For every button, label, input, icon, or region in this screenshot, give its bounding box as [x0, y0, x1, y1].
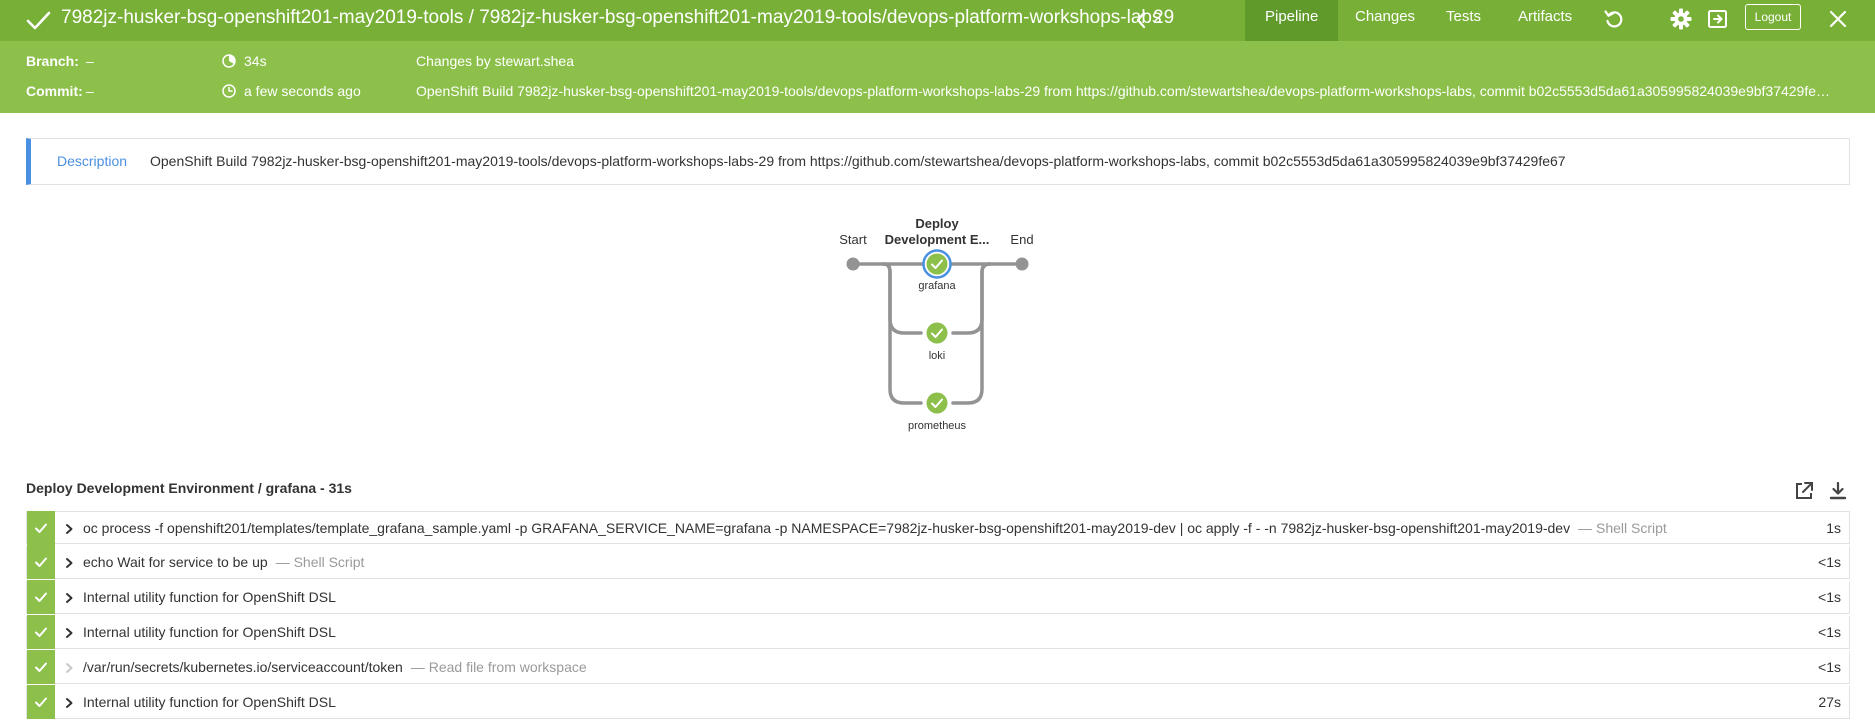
step-status — [27, 685, 55, 719]
step-duration: 27s — [1818, 694, 1841, 710]
description-label: Description — [57, 153, 128, 169]
end-node — [1015, 257, 1029, 271]
step-row[interactable]: echo Wait for service to be up — Shell Sc… — [26, 545, 1850, 579]
success-check-icon — [35, 697, 47, 707]
success-check-icon — [35, 557, 47, 567]
commit-label: Commit: — [26, 83, 83, 99]
steps-heading: Deploy Development Environment / grafana… — [26, 480, 352, 496]
step-kind: — Read file from workspace — [410, 659, 587, 675]
tab-artifacts[interactable]: Artifacts — [1518, 8, 1573, 25]
tab-pipeline[interactable]: Pipeline — [1245, 0, 1339, 41]
step-kind: — Shell Script — [1578, 520, 1667, 536]
chevron-right-icon[interactable] — [63, 591, 75, 605]
tab-changes[interactable]: Changes — [1355, 8, 1416, 25]
chevron-right-icon — [66, 663, 73, 673]
download-icon[interactable] — [1827, 480, 1849, 502]
step-command: /var/run/secrets/kubernetes.io/serviceac… — [83, 659, 403, 675]
chevron-right-icon[interactable] — [63, 556, 75, 570]
branch-label: Branch: — [26, 53, 79, 69]
branch-value: – — [86, 53, 94, 69]
success-check-icon — [35, 523, 47, 533]
duration-icon — [222, 54, 236, 68]
run-number: 29 — [1153, 7, 1175, 28]
sign-out-icon[interactable] — [1706, 7, 1730, 31]
open-external-icon[interactable] — [1793, 480, 1815, 502]
branch-label-grafana: grafana — [918, 280, 956, 292]
steps-list: oc process -f openshift201/templates/tem… — [26, 511, 1850, 721]
duration-value: 34s — [244, 53, 267, 69]
success-check-icon — [35, 662, 47, 672]
end-label: End — [1010, 232, 1033, 247]
commit-value: – — [86, 83, 94, 99]
description-panel: Description OpenShift Build 7982jz-huske… — [26, 138, 1850, 185]
time-ago: a few seconds ago — [244, 83, 361, 99]
logout-button[interactable]: Logout — [1745, 4, 1801, 30]
step-duration: <1s — [1818, 659, 1841, 675]
branch-label-loki: loki — [929, 350, 946, 362]
chevron-right-icon[interactable] — [63, 626, 75, 640]
step-status — [27, 545, 55, 579]
step-row[interactable]: Internal utility function for OpenShift … — [26, 580, 1850, 614]
success-check-icon — [35, 627, 47, 637]
description-text: OpenShift Build 7982jz-husker-bsg-opensh… — [150, 153, 1566, 169]
stage-label-line2: Development E... — [885, 232, 990, 247]
clock-icon — [222, 84, 236, 98]
pipeline-title[interactable]: 7982jz-husker-bsg-openshift201-may2019-t… — [61, 7, 1162, 28]
chevron-right-icon[interactable] — [63, 696, 75, 710]
step-command: Internal utility function for OpenShift … — [83, 589, 336, 605]
step-command: Internal utility function for OpenShift … — [83, 694, 336, 710]
changes-by: Changes by stewart.shea — [416, 53, 574, 69]
branch-node-grafana[interactable] — [922, 249, 952, 279]
step-kind: — Shell Script — [275, 554, 365, 570]
start-node — [846, 257, 860, 271]
success-check-icon — [26, 11, 51, 30]
rerun-icon[interactable] — [1602, 7, 1626, 31]
pipeline-graph: Start End Deploy Development E... grafan… — [820, 205, 1060, 445]
step-row[interactable]: Internal utility function for OpenShift … — [26, 685, 1850, 719]
chevron-left-icon[interactable] — [1134, 8, 1148, 32]
branch-node-prometheus[interactable] — [926, 392, 948, 414]
success-check-icon — [35, 592, 47, 602]
start-label: Start — [839, 232, 867, 247]
stage-label-line1: Deploy — [915, 216, 959, 231]
step-row[interactable]: /var/run/secrets/kubernetes.io/serviceac… — [26, 650, 1850, 684]
step-command: Internal utility function for OpenShift … — [83, 624, 336, 640]
step-command: echo Wait for service to be up — [83, 554, 268, 570]
chevron-right-icon[interactable] — [63, 522, 75, 536]
close-icon[interactable] — [1826, 7, 1850, 31]
step-status — [27, 511, 55, 545]
branch-node-loki[interactable] — [926, 322, 948, 344]
step-duration: <1s — [1818, 624, 1841, 640]
step-row[interactable]: Internal utility function for OpenShift … — [26, 615, 1850, 649]
gear-icon[interactable] — [1669, 7, 1693, 31]
step-duration: <1s — [1818, 589, 1841, 605]
step-status — [27, 615, 55, 649]
branch-label-prometheus: prometheus — [908, 420, 967, 432]
build-cause: OpenShift Build 7982jz-husker-bsg-opensh… — [416, 83, 1831, 99]
tab-tests[interactable]: Tests — [1446, 8, 1482, 25]
step-row[interactable]: oc process -f openshift201/templates/tem… — [26, 511, 1850, 545]
step-command: oc process -f openshift201/templates/tem… — [83, 520, 1571, 536]
step-status — [27, 650, 55, 684]
step-status — [27, 580, 55, 614]
step-duration: <1s — [1818, 554, 1841, 570]
step-duration: 1s — [1826, 520, 1841, 536]
top-header: 7982jz-husker-bsg-openshift201-may2019-t… — [0, 0, 1875, 41]
run-summary: Branch: – 34s Changes by stewart.shea Co… — [0, 41, 1875, 113]
